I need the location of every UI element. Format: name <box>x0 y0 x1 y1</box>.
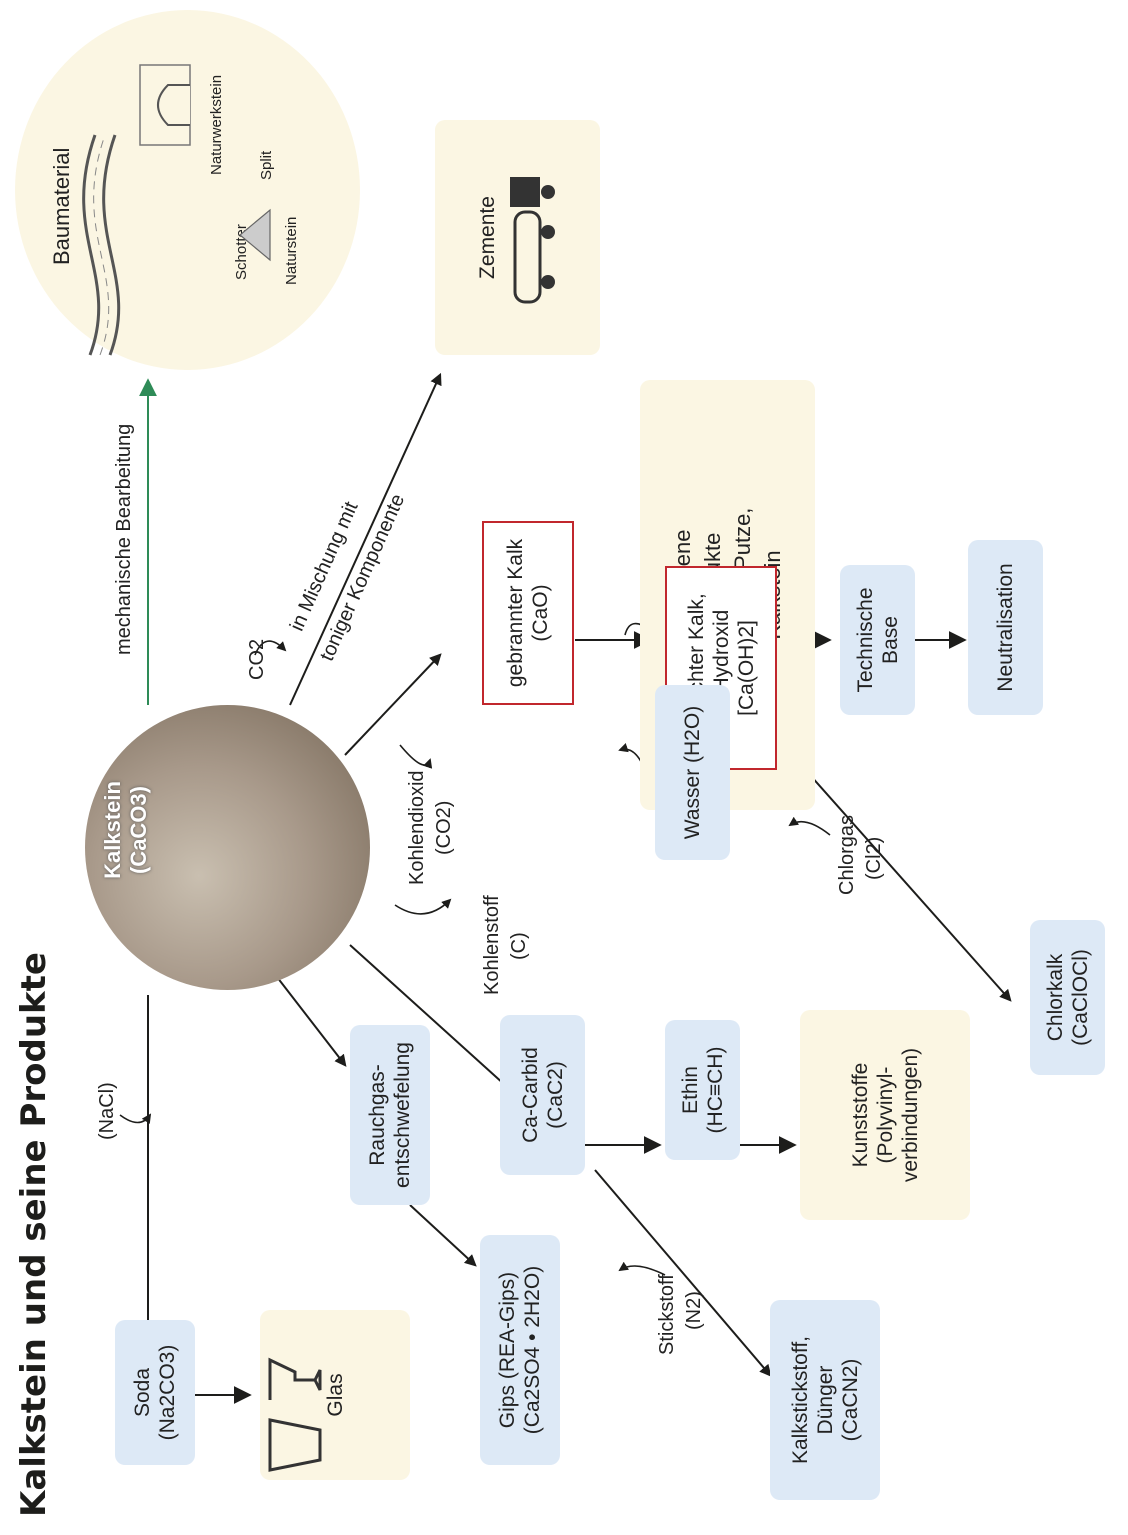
chlorkalk-line-2: (CaClOCl) <box>1068 949 1092 1046</box>
node-gips: Gips (REA-Gips) (Ca2SO4 • 2H2O) <box>480 1235 560 1465</box>
node-glas: Glas <box>260 1310 410 1480</box>
label-co2: CO2 <box>246 638 268 680</box>
label-nacl: (NaCl) <box>96 1082 118 1140</box>
label-chlorgas-1: Chlorgas <box>836 814 858 895</box>
arrow-gebrannter <box>344 653 442 756</box>
gips-line-1: Gips (REA-Gips) <box>496 1271 519 1429</box>
arrow-carbid-stick <box>594 1169 772 1377</box>
kalkstickstoff-line-2: Dünger <box>813 1365 837 1435</box>
arrow-kalk-carbid <box>349 944 506 1086</box>
node-zemente: Zemente <box>435 120 600 355</box>
rauchgas-line-1: Rauchgas- <box>366 1064 389 1166</box>
rauchgas-line-2: entschwefelung <box>391 1042 414 1188</box>
kunststoffe-line-2: (Polyvinyl- <box>873 1066 897 1164</box>
soda-line-1: Soda <box>131 1367 154 1418</box>
curve-co2 <box>254 640 287 656</box>
node-wasser: Wasser (H2O) <box>655 685 730 860</box>
node-ca-carbid: Ca-Carbid (CaC2) <box>500 1015 585 1175</box>
naturwerkstein-label: Naturwerkstein <box>208 74 225 175</box>
label-chlorgas-2: (Cl2) <box>863 836 885 880</box>
schotter-label: Schotter <box>233 224 250 280</box>
geloeschter-line-3: [Ca(OH)2] <box>734 620 758 716</box>
kunststoffe-line-3: verbindungen) <box>898 1047 922 1183</box>
truck-icon <box>510 177 555 304</box>
baumaterial-title: Baumaterial <box>49 147 74 265</box>
kalkstickstoff-line-1: Kalkstickstoff, <box>788 1336 812 1464</box>
curve-kohlenstoff <box>394 898 452 915</box>
wasser-label: Wasser (H2O) <box>681 705 704 840</box>
label-kohlenstoff-2: (C) <box>508 932 530 960</box>
label-stickstoff-2: (N2) <box>683 1291 705 1330</box>
kunststoffe-line-1: Kunststoffe <box>848 1062 872 1168</box>
node-soda: Soda (Na2CO3) <box>115 1320 195 1465</box>
curve-nacl <box>119 1113 152 1125</box>
naturstein-label: Naturstein <box>283 216 300 285</box>
kalkstein-formula: (CaCO3) <box>126 786 151 875</box>
glass-icon <box>268 1357 322 1472</box>
label-stickstoff-1: Stickstoff <box>656 1274 678 1355</box>
zemente-label: Zemente <box>476 196 499 279</box>
label-kohlendioxid-2: (CO2) <box>433 800 455 855</box>
arrow-zemente <box>289 372 442 706</box>
gebrannter-line-1: gebrannter Kalk <box>504 538 527 688</box>
technische-line-2: Base <box>878 616 902 664</box>
label-mechanical: mechanische Bearbeitung <box>113 423 135 655</box>
node-chlorkalk: Chlorkalk (CaClOCl) <box>1030 920 1105 1075</box>
label-kohlenstoff-1: Kohlenstoff <box>481 895 503 995</box>
soda-line-2: (Na2CO3) <box>156 1344 179 1441</box>
carbid-line-1: Ca-Carbid <box>518 1047 542 1143</box>
kalkstein-name: Kalkstein <box>100 781 125 879</box>
split-label: Split <box>258 150 275 180</box>
gebrannter-line-2: (CaO) <box>529 584 552 642</box>
carbid-line-2: (CaC2) <box>543 1061 567 1129</box>
curve-chlorgas <box>788 816 831 836</box>
gips-line-2: (Ca2SO4 • 2H2O) <box>521 1265 544 1435</box>
ethin-line-2: (HC≡CH) <box>703 1046 727 1134</box>
node-technische-base: Technische Base <box>840 565 915 715</box>
node-ethin: Ethin (HC≡CH) <box>665 1020 740 1160</box>
chlorkalk-line-1: Chlorkalk <box>1043 953 1067 1042</box>
node-kalkstickstoff: Kalkstickstoff, Dünger (CaCN2) <box>770 1300 880 1500</box>
kalkstein-label: Kalkstein (CaCO3) <box>100 755 152 905</box>
node-gebrannter-kalk: gebrannter Kalk (CaO) <box>482 521 574 705</box>
node-kunststoffe: Kunststoffe (Polyvinyl- verbindungen) <box>800 1010 970 1220</box>
neutralisation-label: Neutralisation <box>994 563 1017 692</box>
curve-stickstoff <box>618 1261 666 1276</box>
ethin-line-1: Ethin <box>678 1066 702 1114</box>
node-rauchgas: Rauchgas- entschwefelung <box>350 1025 430 1205</box>
technische-line-1: Technische <box>853 587 877 693</box>
label-kohlendioxid-1: Kohlendioxid <box>406 770 428 885</box>
node-neutralisation: Neutralisation <box>968 540 1043 715</box>
curve-kohlendioxid <box>399 744 433 769</box>
arrow-rauch-gips <box>409 1204 477 1267</box>
kalkstickstoff-line-3: (CaCN2) <box>838 1358 862 1442</box>
